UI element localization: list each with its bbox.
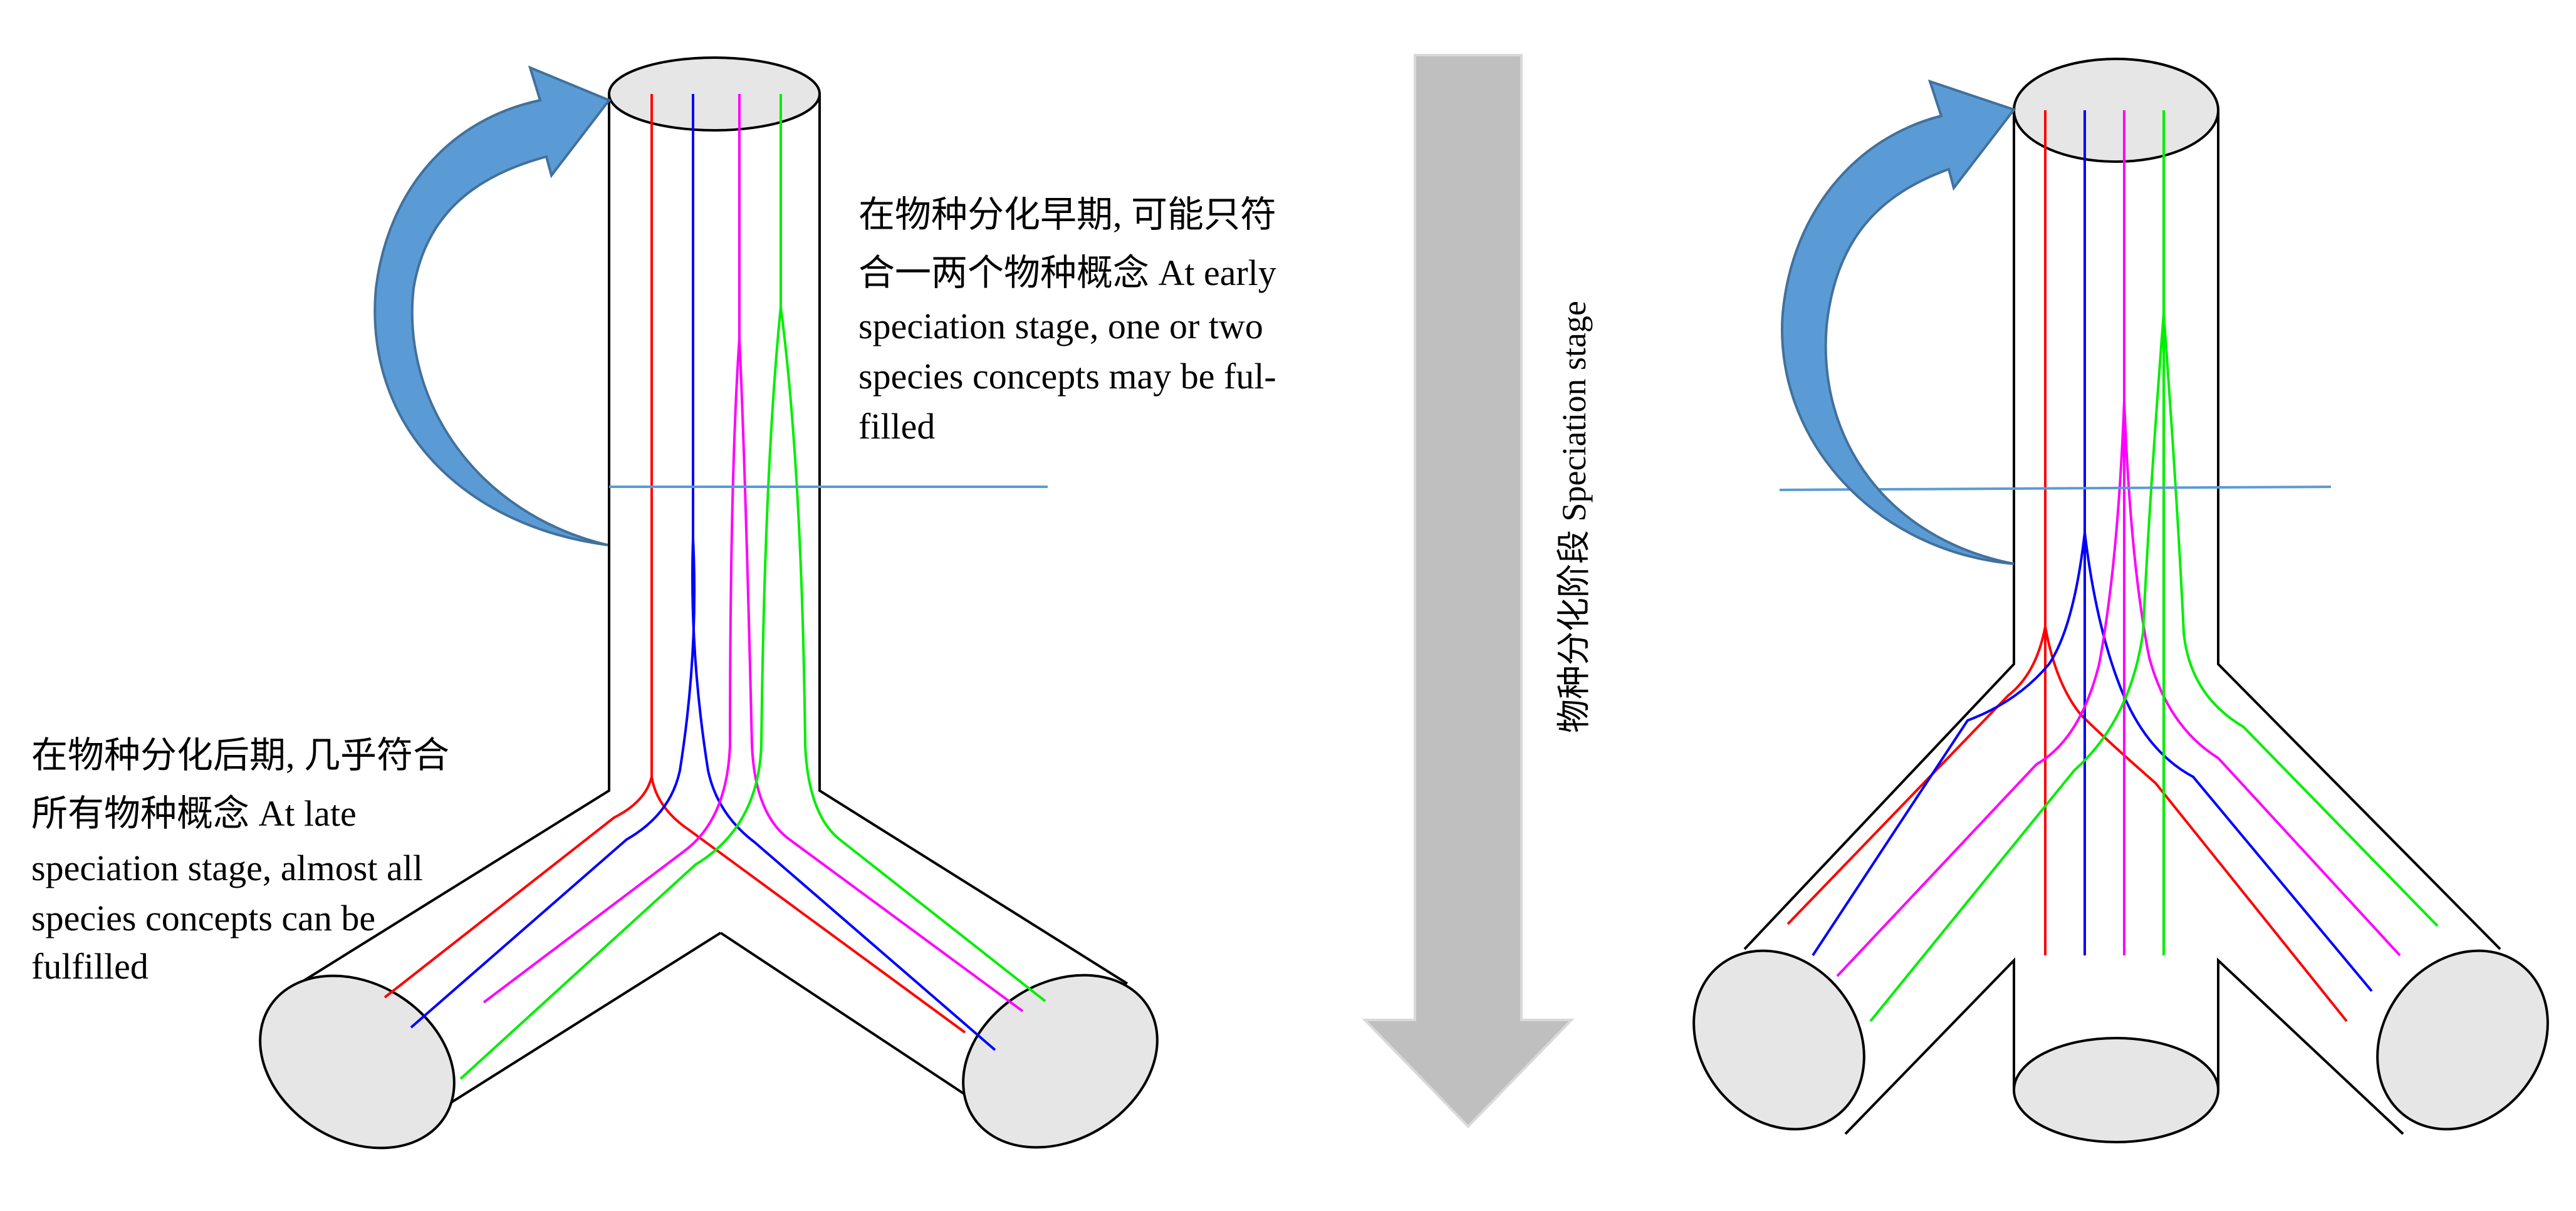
right-lineage-blue-left — [1812, 532, 2086, 957]
early-stage-line-1: 在物种分化早期, 可能只符 — [858, 194, 1276, 235]
early-stage-line-4: species concepts may be ful- — [858, 356, 1276, 397]
right-tube-bottom-center-cap — [2013, 1037, 2219, 1143]
right-lineage-magenta-left — [1836, 400, 2125, 977]
late-stage-annotation: 在物种分化后期, 几乎符合 所有物种概念 At late speciation … — [31, 735, 449, 987]
early-stage-line-3: speciation stage, one or two — [858, 306, 1263, 346]
left-lineage-green-branch — [780, 306, 1046, 1002]
right-lineage-blue-right — [2083, 532, 2373, 992]
late-stage-line-1: 在物种分化后期, 几乎符合 — [31, 735, 449, 776]
late-stage-line-3: speciation stage, almost all — [31, 848, 423, 888]
right-lineage-green-right — [2162, 313, 2439, 927]
right-lineage-magenta-right — [2123, 400, 2401, 957]
left-lineage-blue-branch — [691, 538, 996, 1051]
curved-arrow-icon — [1781, 79, 2016, 565]
late-stage-line-2: 所有物种概念 At late — [31, 793, 357, 834]
left-lineage-green — [459, 94, 782, 1080]
right-tube-outline — [1743, 109, 2501, 1135]
left-tube-diagram — [259, 56, 1159, 1150]
speciation-axis-label: 物种分化阶段 Speciation stage — [1555, 301, 1593, 733]
left-tube-top-cap — [608, 56, 821, 132]
left-lineage-magenta — [738, 94, 1024, 1012]
left-lineage-blue — [410, 94, 696, 1029]
right-lineage-red-left — [1786, 626, 2047, 925]
left-lineage-magenta-branch — [482, 338, 741, 1004]
down-arrow-icon — [1362, 54, 1575, 1128]
left-lineage-red-branch — [383, 776, 653, 999]
late-stage-line-4: species concepts can be — [31, 898, 375, 938]
early-stage-line-2: 合一两个物种概念 At early — [858, 252, 1276, 293]
early-stage-line-5: filled — [858, 406, 935, 447]
right-tube-bottom-right-cap — [2376, 949, 2549, 1131]
speciation-axis: 物种分化阶段 Speciation stage — [1362, 54, 1593, 1128]
right-tube-bottom-left-cap — [1692, 949, 1865, 1131]
right-tube-diagram — [1692, 58, 2549, 1143]
late-stage-line-5: fulfilled — [31, 946, 149, 987]
curved-arrow-icon — [373, 65, 612, 546]
left-tube-outline — [296, 93, 1129, 1116]
early-stage-annotation: 在物种分化早期, 可能只符 合一两个物种概念 At early speciati… — [858, 194, 1276, 447]
left-tube-bottom-left-cap — [259, 974, 456, 1150]
right-lineage-green-left — [1869, 313, 2165, 1022]
left-tube-bottom-right-cap — [962, 974, 1159, 1149]
right-lineage-red-right — [2044, 626, 2348, 1022]
